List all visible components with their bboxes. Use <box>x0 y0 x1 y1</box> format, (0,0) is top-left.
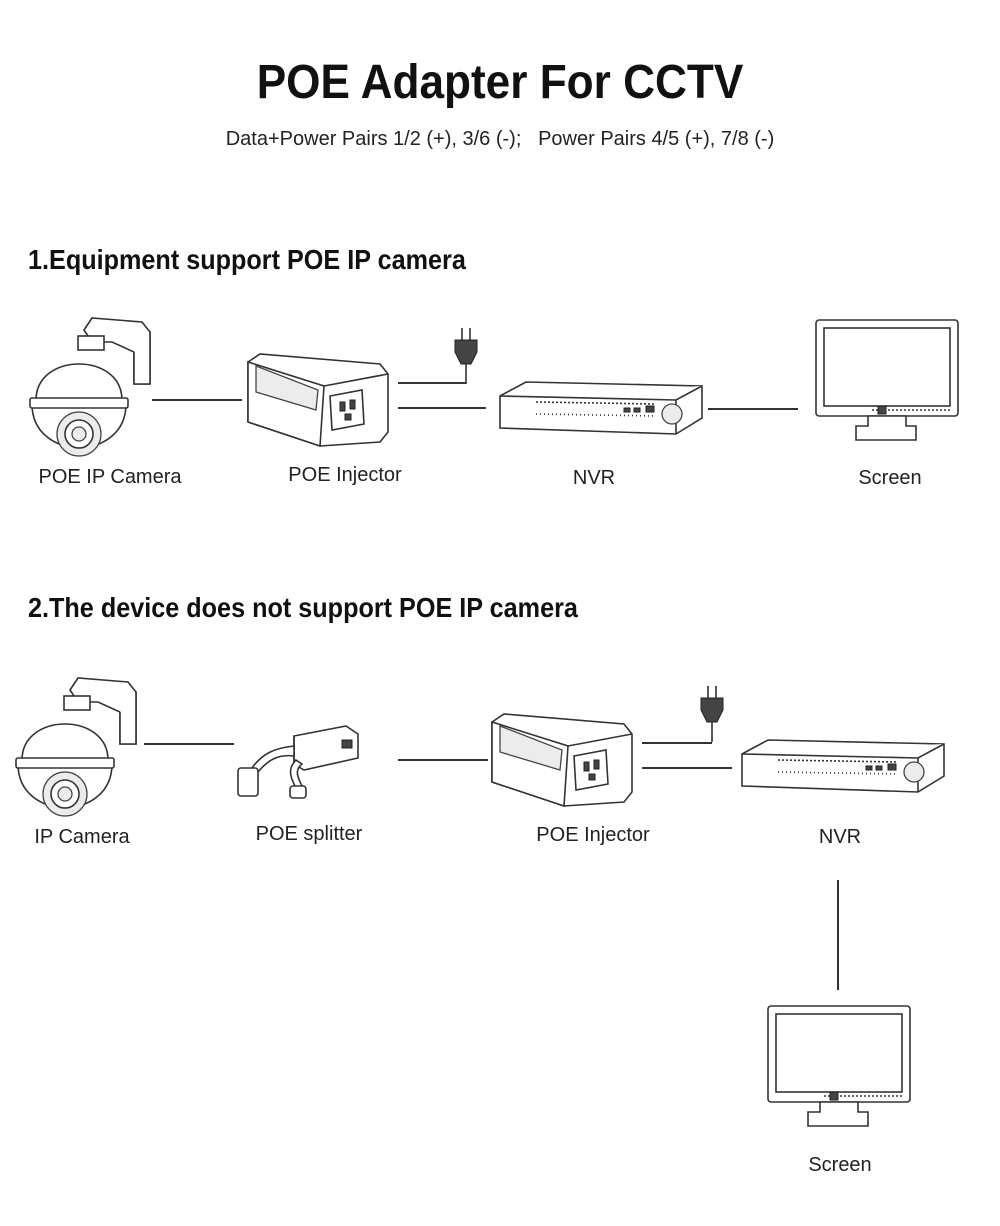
cable <box>398 407 486 409</box>
poe-injector-icon <box>486 712 636 808</box>
cable <box>152 399 242 401</box>
monitor-screen-icon <box>764 1002 914 1132</box>
power-cable <box>642 742 712 744</box>
label-screen: Screen <box>858 467 922 489</box>
cable <box>708 408 798 410</box>
page-title: POE Adapter For CCTV <box>256 56 744 109</box>
label-poe-injector: POE Injector <box>288 464 402 486</box>
label-nvr: NVR <box>572 467 616 489</box>
cable <box>837 880 839 990</box>
cable <box>642 767 732 769</box>
power-cable <box>398 382 466 384</box>
label-nvr: NVR <box>818 826 862 848</box>
label-poe-splitter: POE splitter <box>255 823 363 845</box>
label-screen: Screen <box>808 1154 872 1176</box>
poe-injector-icon <box>242 352 392 448</box>
ptz-dome-camera-icon <box>8 672 148 822</box>
page-subtitle: Data+Power Pairs 1/2 (+), 3/6 (-); Power… <box>225 128 775 150</box>
label-poe-ip-camera: POE IP Camera <box>38 466 182 488</box>
label-ip-camera: IP Camera <box>34 826 130 848</box>
monitor-screen-icon <box>812 316 962 446</box>
power-plug-icon <box>451 326 481 386</box>
cable <box>398 759 488 761</box>
nvr-recorder-icon <box>496 378 706 438</box>
section1-heading: 1.Equipment support POE IP camera <box>28 244 466 275</box>
poe-splitter-icon <box>234 712 364 802</box>
cable <box>144 743 234 745</box>
power-plug-icon <box>697 684 727 744</box>
label-poe-injector: POE Injector <box>536 824 650 846</box>
ptz-dome-camera-icon <box>22 312 162 462</box>
nvr-recorder-icon <box>738 736 948 796</box>
section2-heading: 2.The device does not support POE IP cam… <box>28 592 578 623</box>
